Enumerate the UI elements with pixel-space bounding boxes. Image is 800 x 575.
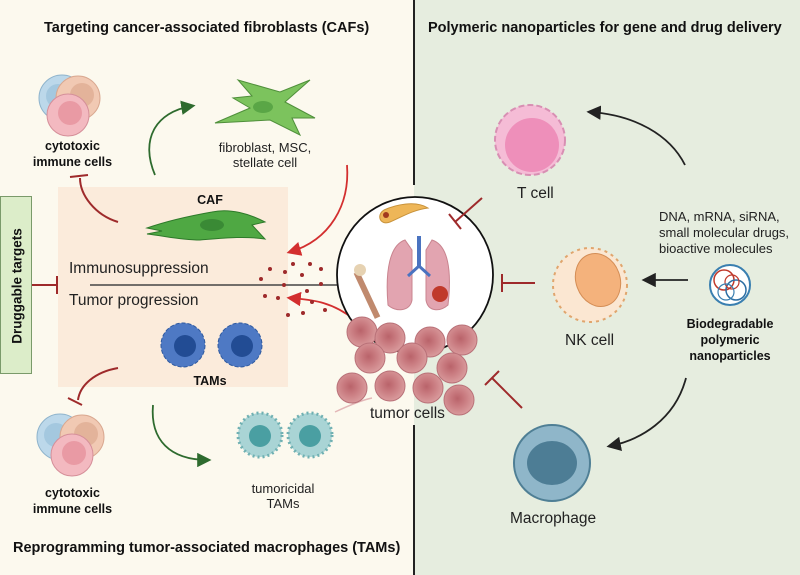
druggable-inhibit-arrow (32, 276, 58, 294)
secreted-factors-dots (259, 262, 327, 317)
t-cell-label: T cell (517, 185, 554, 202)
macrophage-label: Macrophage (510, 510, 597, 527)
tumor-to-caf-arrow (286, 164, 349, 256)
fibroblast-activation-arrow (148, 100, 196, 176)
tcell-inhibit-arrow (448, 197, 483, 230)
tumor-progression-label: Tumor progression (69, 292, 199, 309)
nanoparticle-section-title: Polymeric nanoparticles for gene and dru… (428, 20, 782, 36)
cytotoxic-immune-cells-bottom-icon (36, 413, 105, 477)
nkcell-inhibit-arrow (501, 274, 535, 292)
caf-inhibit-immune-arrow (79, 177, 119, 223)
nanoparticle-icon (709, 264, 751, 306)
tumor-cells-label: tumor cells (370, 405, 445, 422)
t-cell-icon (494, 104, 566, 176)
tam-inhibit-immune-arrow (77, 367, 119, 401)
bone-icon (353, 271, 381, 319)
macrophage-inhibit-arrow (484, 370, 523, 409)
immunosuppression-label: Immunosuppression (69, 260, 209, 277)
panel-divider-top (413, 0, 415, 185)
tam-reprogram-arrow (151, 404, 212, 468)
cargo-label: DNA, mRNA, siRNA,small molecular drugs,b… (659, 209, 790, 256)
druggable-targets-box: Druggable targets (0, 196, 32, 374)
nk-cell-icon (552, 247, 628, 323)
lungs-icon (386, 236, 450, 311)
panel-divider-bottom (413, 425, 415, 575)
pancreas-icon (379, 203, 430, 224)
tam-section-title: Reprogramming tumor-associated macrophag… (13, 540, 401, 556)
tumoricidal-tams-icon (236, 411, 334, 459)
macrophage-icon (513, 424, 591, 502)
tumor-cells-icon (336, 316, 478, 416)
cytotoxic-immune-cells-top-icon (38, 74, 101, 137)
nanoparticle-to-tcell-arrow (586, 105, 686, 166)
nanoparticle-to-macrophage-arrow (606, 377, 687, 451)
tams-label: TAMs (193, 374, 227, 388)
fibroblast-label: fibroblast, MSC,stellate cell (218, 140, 312, 170)
caf-section-title: Targeting cancer-associated fibroblasts … (44, 20, 370, 36)
caf-label: CAF (197, 193, 223, 207)
nk-cell-label: NK cell (565, 332, 615, 349)
tam-cells-icon (160, 322, 263, 368)
